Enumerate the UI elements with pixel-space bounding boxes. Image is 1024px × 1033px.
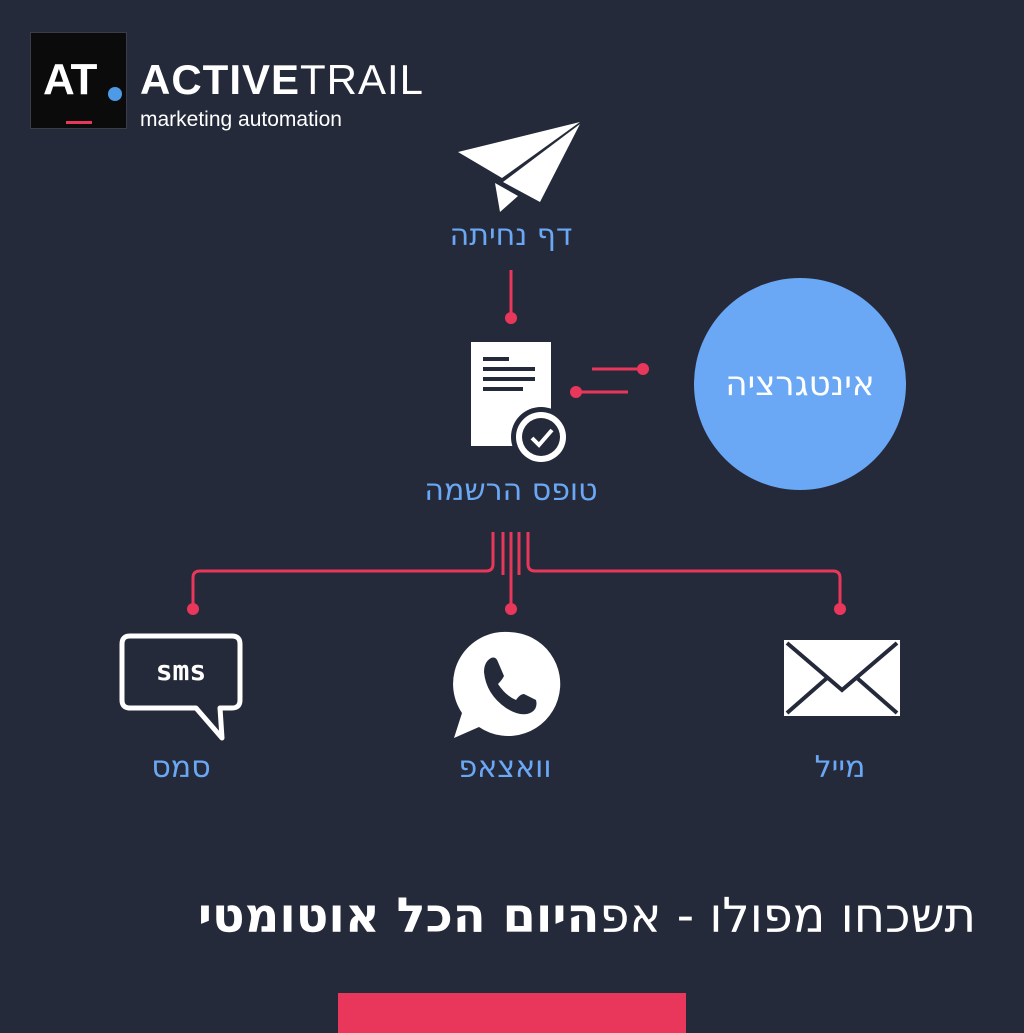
connector-node-whatsapp — [505, 603, 517, 615]
logo-dot — [108, 87, 122, 101]
paper-plane-icon — [458, 122, 580, 212]
connector-form-email — [526, 532, 842, 606]
logo-mark: AT — [30, 32, 127, 129]
signup-form-label: טופס הרשמה — [424, 473, 598, 508]
form-check-icon — [471, 342, 571, 467]
logo-mark-text: AT — [43, 55, 97, 104]
brand-name-bold: ACTIVE — [140, 56, 301, 103]
integration-label: אינטגרציה — [725, 364, 875, 404]
headline: תשכחו מפולו - אפהיום הכל אוטומטי — [184, 888, 976, 944]
connector-form-whatsapp — [501, 532, 521, 606]
brand-tagline: marketing automation — [140, 108, 342, 131]
whatsapp-label: וואצאפ — [458, 750, 552, 785]
connector-node-sms — [187, 603, 199, 615]
headline-light: תשכחו מפולו - אפ — [599, 888, 976, 944]
whatsapp-icon — [453, 631, 561, 738]
connector-node-email — [834, 603, 846, 615]
sms-bubble-icon: sms — [119, 633, 243, 741]
envelope-icon — [784, 640, 900, 716]
landing-page-label: דף נחיתה — [449, 218, 573, 253]
sms-bubble-text: sms — [156, 654, 207, 687]
email-label: מייל — [814, 750, 866, 785]
connector-form-integration — [570, 363, 649, 398]
connector-landing-form — [505, 270, 517, 324]
integration-node: אינטגרציה — [694, 278, 906, 490]
cta-bar[interactable] — [338, 993, 686, 1033]
logo-underline — [66, 121, 92, 124]
headline-bold: היום הכל אוטומטי — [197, 888, 600, 944]
brand-name: ACTIVETRAIL — [140, 58, 424, 102]
sms-label: סמס — [151, 750, 211, 785]
connector-form-sms — [191, 532, 495, 606]
brand-name-light: TRAIL — [300, 56, 425, 103]
